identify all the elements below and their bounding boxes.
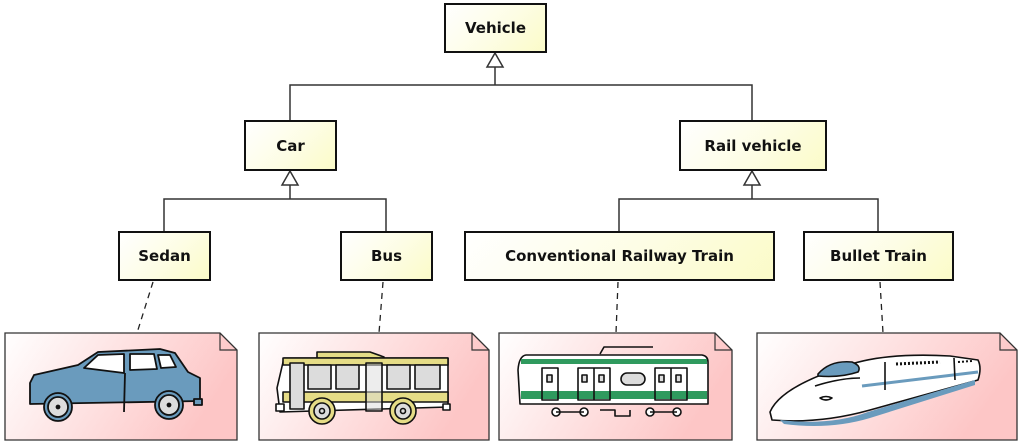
class-label: Rail vehicle bbox=[704, 136, 802, 155]
class-rail-vehicle[interactable]: Rail vehicle bbox=[679, 120, 827, 171]
sedan-car-icon bbox=[29, 348, 203, 422]
class-label: Vehicle bbox=[465, 19, 526, 37]
gen-arrow-rail bbox=[742, 169, 762, 186]
bullet-train-icon bbox=[769, 354, 981, 426]
class-vehicle[interactable]: Vehicle bbox=[444, 3, 547, 53]
note-conventional-train[interactable] bbox=[498, 332, 733, 441]
note-link-bus bbox=[378, 281, 384, 334]
class-bullet-train[interactable]: Bullet Train bbox=[803, 231, 954, 281]
class-label: Conventional Railway Train bbox=[505, 247, 734, 265]
note-sedan[interactable] bbox=[4, 332, 238, 441]
class-bus[interactable]: Bus bbox=[340, 231, 433, 281]
class-label: Car bbox=[276, 136, 305, 155]
class-label: Bus bbox=[370, 247, 403, 265]
gen-line-trains bbox=[618, 198, 879, 231]
note-bus[interactable] bbox=[258, 332, 490, 441]
commuter-train-icon bbox=[517, 346, 709, 417]
gen-line-sedan-bus bbox=[163, 198, 387, 231]
note-link-conventional bbox=[615, 281, 619, 334]
note-link-bullet bbox=[879, 281, 884, 334]
class-label: Sedan bbox=[138, 247, 191, 265]
gen-line-car-rail bbox=[289, 84, 753, 120]
gen-arrow-vehicle bbox=[485, 51, 505, 68]
note-link-sedan bbox=[136, 281, 154, 334]
class-conventional-railway-train[interactable]: Conventional Railway Train bbox=[464, 231, 775, 281]
bus-icon bbox=[275, 351, 451, 425]
class-car[interactable]: Car bbox=[244, 120, 337, 171]
gen-arrow-car bbox=[280, 169, 300, 186]
note-bullet-train[interactable] bbox=[756, 332, 1018, 441]
class-sedan[interactable]: Sedan bbox=[118, 231, 211, 281]
class-label: Bullet Train bbox=[830, 247, 927, 265]
